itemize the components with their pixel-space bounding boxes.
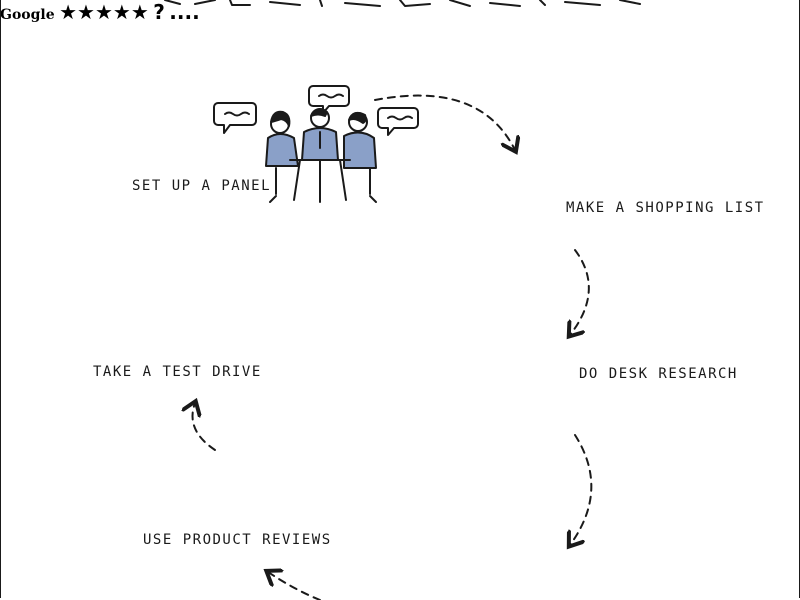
arrow-research-to-talk <box>570 434 593 545</box>
step-label-set-up-panel: Set up a panel <box>132 178 272 194</box>
arrow-list-to-research <box>570 249 590 335</box>
thumbs-up-review-icon: ★★★★★ <box>59 0 153 24</box>
step-label-product-reviews: Use product reviews <box>143 532 332 548</box>
step-label-desk-research: Do desk research <box>579 366 738 382</box>
step-label-test-drive: Take a test drive <box>93 364 262 380</box>
arrow-panel-to-list <box>374 94 515 150</box>
laptop-search-icon: Google <box>0 6 59 23</box>
laptop-screen-text: Google <box>0 7 55 23</box>
question-bubble-text: ? <box>153 0 165 24</box>
panel-meeting-icon <box>213 85 419 203</box>
arrow-reviews-to-drive <box>193 403 216 451</box>
arrow-talk-to-reviews <box>268 572 321 600</box>
title-fragment <box>164 0 641 7</box>
step-label-shopping-list: Make a shopping list <box>566 200 765 216</box>
review-stars: ★★★★★ <box>59 0 149 24</box>
